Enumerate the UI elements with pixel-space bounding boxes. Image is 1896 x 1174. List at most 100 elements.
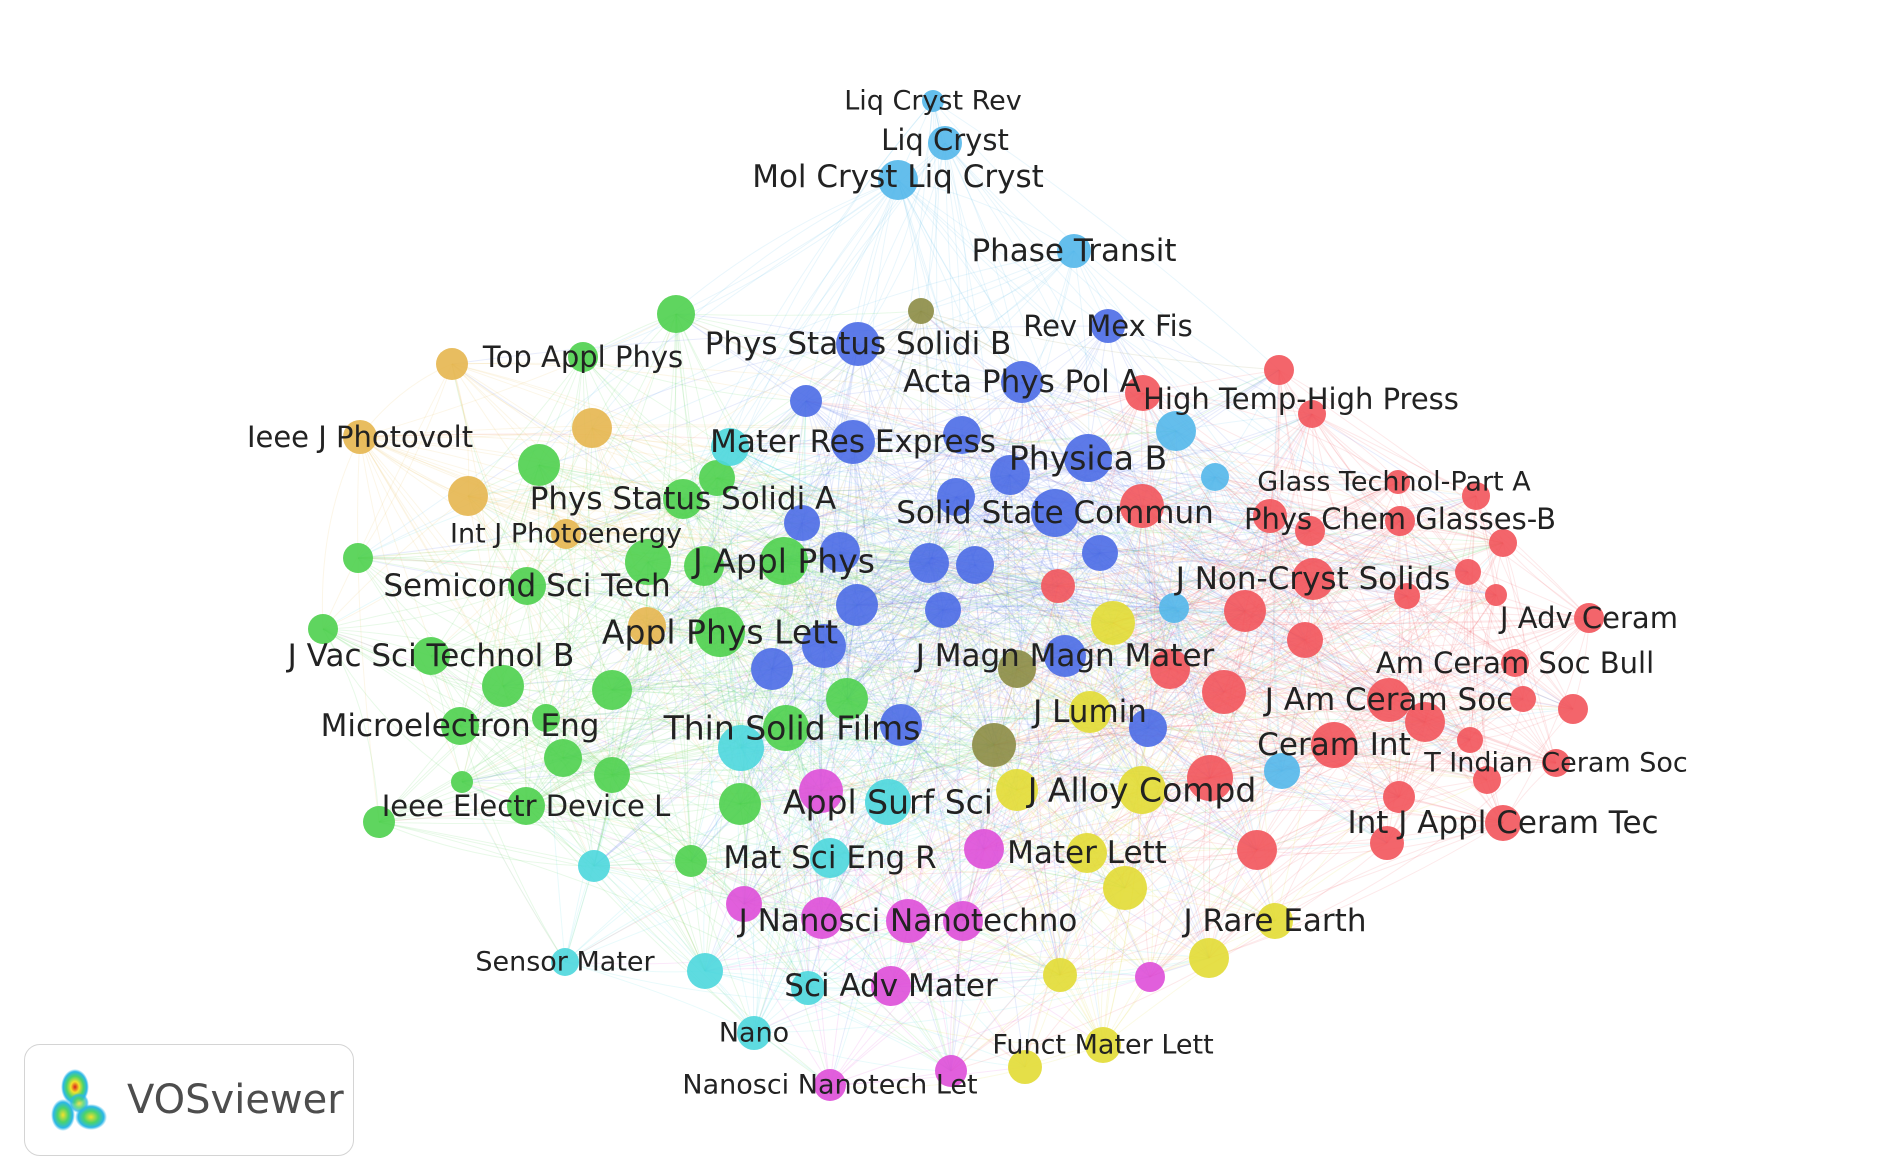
journal-node[interactable] [865,779,911,825]
journal-node[interactable] [1292,558,1334,600]
network-node[interactable] [544,739,582,777]
network-node[interactable] [1129,709,1167,747]
network-node[interactable] [1264,753,1300,789]
network-node[interactable] [1120,484,1164,528]
journal-node[interactable] [1574,603,1604,633]
network-node[interactable] [1287,622,1323,658]
network-node[interactable] [964,829,1004,869]
network-node[interactable] [1201,463,1229,491]
network-node[interactable] [675,845,707,877]
network-node[interactable] [1370,826,1404,860]
network-node[interactable] [751,648,793,690]
network-node[interactable] [826,678,868,720]
journal-node[interactable] [1064,434,1112,482]
journal-node[interactable] [886,899,930,943]
network-node[interactable] [836,584,878,626]
network-node[interactable] [801,897,843,939]
journal-node[interactable] [1044,635,1086,677]
network-node[interactable] [628,607,666,645]
network-node[interactable] [1150,649,1190,689]
network-node[interactable] [363,806,395,838]
network-node[interactable] [482,665,524,707]
network-node[interactable] [1394,583,1420,609]
network-node[interactable] [1455,559,1481,585]
network-node[interactable] [784,505,820,541]
network-node[interactable] [908,298,934,324]
journal-node[interactable] [412,637,450,675]
network-node[interactable] [343,543,373,573]
journal-node[interactable] [814,1069,846,1101]
journal-node[interactable] [1069,691,1111,733]
network-node[interactable] [1224,590,1266,632]
journal-node[interactable] [928,126,962,160]
network-node[interactable] [1135,962,1165,992]
network-node[interactable] [998,650,1036,688]
journal-node[interactable] [551,948,579,976]
journal-node[interactable] [1311,722,1357,768]
network-node[interactable] [1237,830,1277,870]
journal-node[interactable] [1257,903,1293,939]
network-node[interactable] [1156,411,1196,451]
network-node[interactable] [1485,584,1507,606]
network-node[interactable] [711,428,749,466]
network-node[interactable] [1202,670,1246,714]
journal-node[interactable] [508,567,546,605]
network-node[interactable] [1043,958,1077,992]
network-node[interactable] [308,614,338,644]
network-node[interactable] [1457,727,1483,753]
network-node[interactable] [518,444,560,486]
network-node[interactable] [1008,1050,1042,1084]
network-node[interactable] [684,546,724,586]
journal-node[interactable] [737,1016,771,1050]
journal-node[interactable] [1485,805,1521,841]
network-node[interactable] [1405,702,1445,742]
network-node[interactable] [972,723,1016,767]
journal-node[interactable] [1001,361,1043,403]
network-node[interactable] [935,1055,967,1087]
network-node[interactable] [1295,516,1325,546]
journal-node[interactable] [831,420,875,464]
network-node[interactable] [594,757,630,793]
network-node[interactable] [931,557,933,559]
journal-node[interactable] [663,479,703,519]
journal-node[interactable] [1091,309,1125,343]
journal-node[interactable] [810,838,850,878]
journal-node[interactable] [1125,375,1161,411]
network-node[interactable] [1462,482,1490,510]
network-node[interactable] [451,771,473,793]
network-node[interactable] [790,385,822,417]
network-node[interactable] [990,455,1030,495]
network-node[interactable] [726,886,762,922]
network-node[interactable] [448,476,488,516]
network-node[interactable] [1510,686,1536,712]
network-node[interactable] [718,725,764,771]
network-node[interactable] [687,953,723,989]
journal-node[interactable] [1057,234,1091,268]
network-node[interactable] [1041,569,1075,603]
network-node[interactable] [1298,400,1326,428]
network-node[interactable] [1103,866,1147,910]
network-node[interactable] [943,901,983,941]
network-node[interactable] [956,546,994,584]
network-node[interactable] [799,769,843,813]
network-node[interactable] [1253,499,1287,533]
network-node[interactable] [1489,529,1517,557]
journal-node[interactable] [1385,506,1415,536]
journal-node[interactable] [760,537,808,585]
network-node[interactable] [719,783,761,825]
network-node[interactable] [909,543,949,583]
journal-node[interactable] [695,607,745,657]
network-node[interactable] [1189,938,1229,978]
journal-node[interactable] [1067,833,1107,873]
journal-node[interactable] [1501,649,1529,677]
network-node[interactable] [1082,535,1118,571]
network-node[interactable] [578,850,610,882]
journal-node[interactable] [763,705,809,751]
journal-node[interactable] [1031,489,1079,537]
journal-node[interactable] [878,160,918,200]
network-node[interactable] [1383,781,1415,813]
network-node[interactable] [1159,593,1189,623]
journal-node[interactable] [441,707,479,745]
journal-node[interactable] [507,787,545,825]
journal-node[interactable] [1118,766,1166,814]
